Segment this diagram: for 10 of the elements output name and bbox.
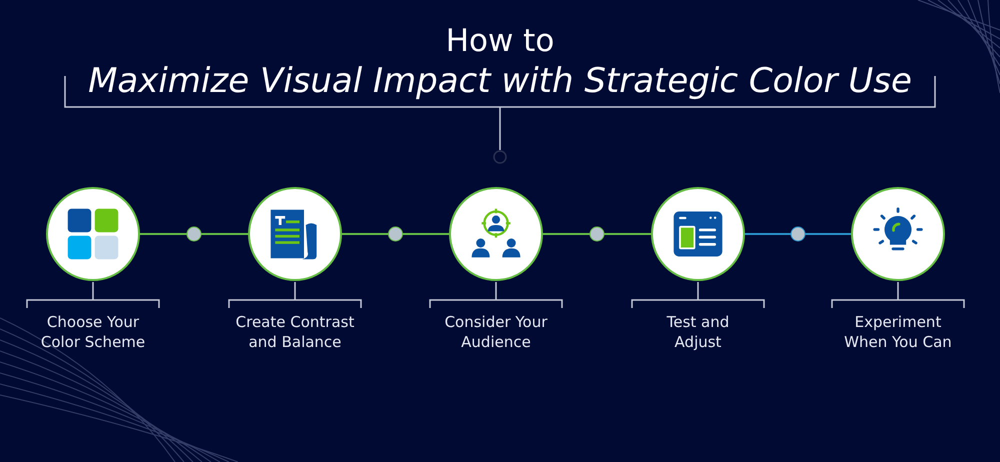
step-label: Create Contrast and Balance	[234, 312, 356, 352]
connector-line	[543, 233, 651, 235]
title: How to Maximize Visual Impact with Strategic Color Use	[88, 23, 912, 102]
step-label: Choose Your Color Scheme	[40, 312, 146, 352]
step-label: Experiment When You Can	[843, 312, 953, 352]
connector-line	[140, 233, 248, 235]
connector-line	[745, 233, 851, 235]
step-label: Consider Your Audience	[444, 312, 548, 352]
connector-line	[342, 233, 449, 235]
step-label: Test and Adjust	[666, 312, 730, 352]
